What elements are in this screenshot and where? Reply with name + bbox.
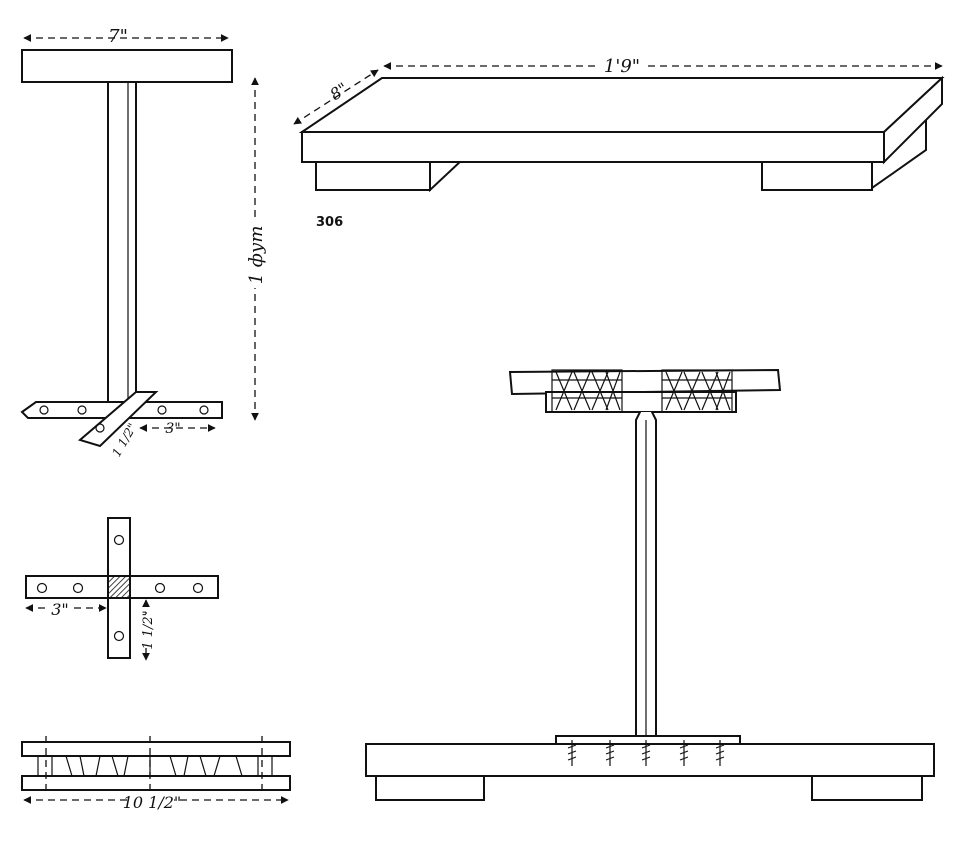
- plan-arm-length-label: 3": [51, 600, 69, 619]
- bottom-length-label: 10 1/2": [123, 793, 182, 812]
- stand-top-bar: [510, 370, 780, 394]
- assembled-stand-view: [366, 370, 934, 800]
- board-foot-left: [316, 160, 430, 190]
- stand-foot-left: [376, 776, 484, 800]
- post-height-label: 1 фут: [246, 226, 267, 285]
- base-arm-length-label: 3": [165, 421, 180, 437]
- lattice-bottom-rail: [22, 776, 290, 790]
- board-top-face: [302, 78, 942, 132]
- post-top-bar: [22, 50, 232, 82]
- stand-bottom-board: [366, 744, 934, 776]
- bottom-lattice-view: 10 1/2": [22, 736, 290, 812]
- board-foot-right: [762, 160, 872, 190]
- t-post-side-view: 7" 1 фут 3" 1 1/2": [22, 26, 267, 459]
- plan-arm-width-label: 1 1/2": [141, 610, 156, 649]
- figure-number: 306: [316, 215, 343, 230]
- post-top-width-label: 7": [108, 26, 128, 47]
- board-length-label: 1'9": [604, 56, 640, 77]
- lattice-top-rail: [22, 742, 290, 756]
- stand-base-plate: [556, 736, 740, 744]
- board-front-face: [302, 132, 884, 162]
- post-upright: [108, 82, 136, 412]
- stand-foot-right: [812, 776, 922, 800]
- base-cross-plan-view: 3" 1 1/2": [26, 518, 218, 660]
- post-section-hatch: [108, 576, 130, 598]
- top-board-perspective: 1'9" 8" 306: [294, 54, 942, 230]
